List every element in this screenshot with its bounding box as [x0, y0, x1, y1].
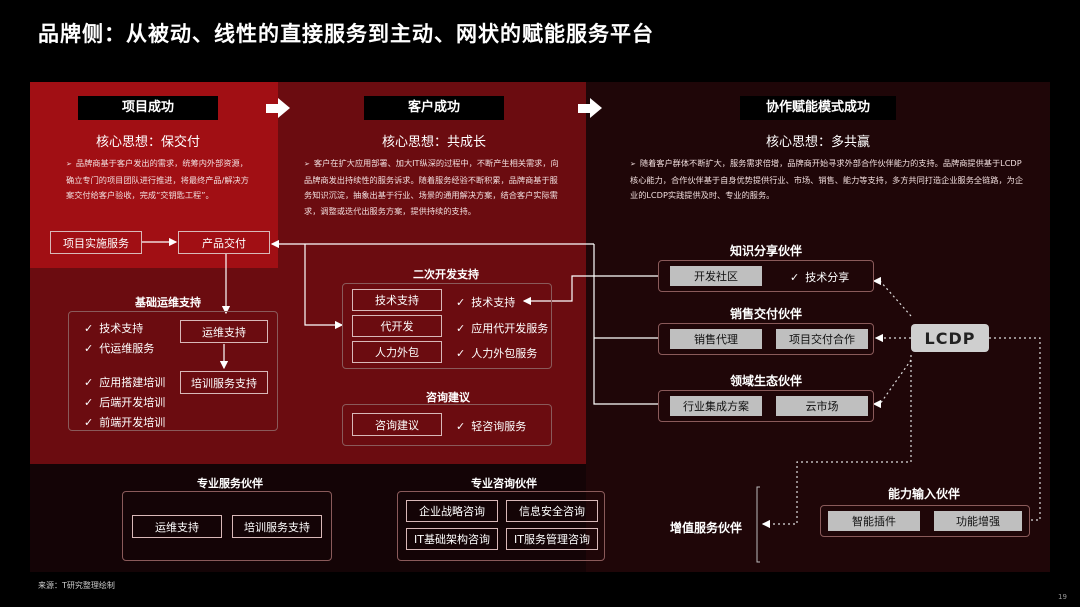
page-title: 品牌侧：从被动、线性的直接服务到主动、网状的赋能服务平台	[38, 22, 654, 46]
bullet-icon: ➢	[630, 160, 636, 168]
feature-enhance-box: 功能增强	[934, 511, 1022, 531]
check-icon: ✓	[456, 347, 466, 360]
core-thought-collab: 核心思想：多共赢	[765, 135, 870, 150]
strategy-consulting-box: 企业战略咨询	[406, 500, 498, 522]
check-icon: ✓	[84, 376, 94, 389]
secondary-dev-label: 二次开发支持	[413, 268, 479, 281]
check-icon: ✓	[790, 271, 800, 284]
pro-ops-support-box: 运维支持	[132, 515, 222, 538]
sales-agent-box: 销售代理	[670, 329, 762, 349]
check-icon: ✓	[84, 396, 94, 409]
core-thought-project: 核心思想：保交付	[95, 135, 200, 150]
check-icon: ✓	[84, 322, 94, 335]
knowledge-partner-label: 知识分享伙伴	[729, 244, 802, 258]
stage-header-customer: 客户成功	[364, 96, 504, 120]
sales-partner-label: 销售交付伙伴	[729, 307, 802, 321]
capability-partner-label: 能力输入伙伴	[887, 487, 960, 501]
secondary-dev-group	[342, 283, 552, 369]
value-added-partner-label: 增值服务伙伴	[669, 521, 742, 535]
bullet-icon: ➢	[304, 160, 310, 168]
bullet-icon: ➢	[66, 160, 72, 168]
basic-ops-check-2: ✓代运维服务	[84, 342, 155, 355]
stage-description-customer: ➢客户在扩大应用部署、加大IT纵深的过程中，不断产生相关需求，向品牌商发出持续性…	[304, 158, 559, 216]
consulting-advice-box: 咨询建议	[352, 413, 442, 436]
ops-support-box: 运维支持	[180, 320, 268, 343]
training-support-box: 培训服务支持	[180, 371, 268, 394]
pro-consult-partner-label: 专业咨询伙伴	[471, 477, 537, 490]
stage-arrow-icon	[266, 98, 290, 118]
stage-header-collab: 协作赋能模式成功	[740, 96, 896, 120]
basic-ops-label: 基础运维支持	[135, 296, 201, 309]
tech-support-box: 技术支持	[352, 289, 442, 311]
pro-service-partner-label: 专业服务伙伴	[197, 477, 263, 490]
pro-consult-group	[397, 491, 605, 561]
ecosystem-partner-label: 领域生态伙伴	[729, 374, 802, 388]
outsourced-dev-box: 代开发	[352, 315, 442, 337]
stage-description-collab: ➢随着客户群体不断扩大，服务需求倍增，品牌商开始寻求外部合作伙伴能力的支持。品牌…	[630, 158, 1024, 200]
consulting-label: 咨询建议	[426, 391, 470, 404]
ecosystem-group	[658, 390, 874, 422]
basic-ops-check-1: ✓技术支持	[84, 322, 144, 335]
tech-sharing-check: ✓技术分享	[790, 271, 850, 284]
consulting-group	[342, 404, 552, 446]
basic-ops-check-4: ✓后端开发培训	[84, 396, 166, 409]
industry-solution-box: 行业集成方案	[670, 396, 762, 416]
project-impl-service-box: 项目实施服务	[50, 231, 142, 254]
knowledge-group	[658, 260, 874, 292]
capability-group	[820, 505, 1030, 537]
stage-description-project: ➢品牌商基于客户发出的需求，统筹内外部资源，确立专门的项目团队进行推进，将最终产…	[66, 158, 249, 200]
cloud-market-box: 云市场	[776, 396, 868, 416]
page-number: 19	[1058, 593, 1067, 601]
dev-community-box: 开发社区	[670, 266, 762, 286]
infra-consulting-box: IT基础架构咨询	[406, 528, 498, 550]
check-icon: ✓	[456, 296, 466, 309]
pro-training-support-box: 培训服务支持	[232, 515, 322, 538]
project-delivery-coop-box: 项目交付合作	[776, 329, 868, 349]
check-icon: ✓	[84, 342, 94, 355]
lcdp-core-box: LCDP	[911, 324, 989, 352]
check-icon: ✓	[456, 322, 466, 335]
product-delivery-box: 产品交付	[178, 231, 270, 254]
stage-arrow-icon	[578, 98, 602, 118]
basic-ops-check-5: ✓前端开发培训	[84, 416, 166, 429]
itsm-consulting-box: IT服务管理咨询	[506, 528, 598, 550]
pro-service-group	[122, 491, 332, 561]
secondary-dev-check-1: ✓技术支持	[456, 296, 516, 309]
basic-ops-check-3: ✓应用搭建培训	[84, 376, 166, 389]
source-note: 来源：T研究整理绘制	[38, 581, 115, 590]
stage-header-project: 项目成功	[78, 96, 218, 120]
light-consulting-check: ✓轻咨询服务	[456, 420, 527, 433]
secondary-dev-check-2: ✓应用代开发服务	[456, 322, 549, 335]
check-icon: ✓	[84, 416, 94, 429]
check-icon: ✓	[456, 420, 466, 433]
sales-group	[658, 323, 874, 355]
security-consulting-box: 信息安全咨询	[506, 500, 598, 522]
secondary-dev-check-3: ✓人力外包服务	[456, 347, 538, 360]
basic-ops-group	[68, 311, 278, 431]
staff-outsourcing-box: 人力外包	[352, 341, 442, 363]
core-thought-customer: 核心思想：共成长	[381, 135, 486, 150]
smart-plugin-box: 智能插件	[828, 511, 920, 531]
